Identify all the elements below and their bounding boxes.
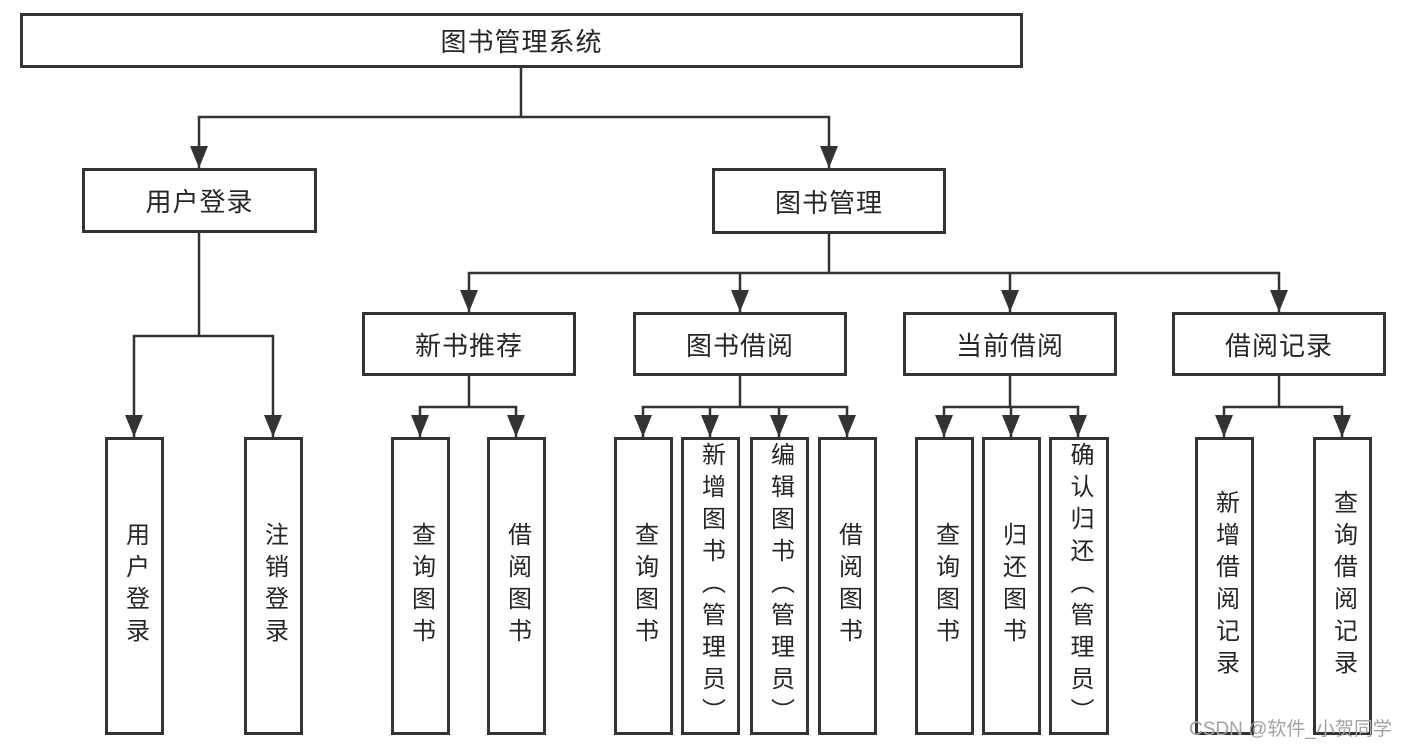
node-borrowing-records: 借阅记录 <box>1172 312 1386 376</box>
leaf-query-borrow-record-label: 查询借阅记录 <box>1329 490 1357 682</box>
node-book-management: 图书管理 <box>712 168 946 234</box>
leaf-logout: 注销登录 <box>244 437 303 735</box>
leaf-borrow-books-1: 借阅图书 <box>487 437 546 735</box>
connector-group <box>125 66 1351 437</box>
leaf-user-login: 用户登录 <box>105 437 164 735</box>
node-new-book-recommend: 新书推荐 <box>362 312 576 376</box>
leaf-add-borrow-record: 新增借阅记录 <box>1195 437 1254 735</box>
node-user-login: 用户登录 <box>82 168 317 233</box>
leaf-edit-book-admin-label: 编辑图书（管理员） <box>766 442 794 730</box>
leaf-add-book-admin: 新增图书（管理员） <box>681 437 740 735</box>
leaf-query-books-2-label: 查询图书 <box>630 522 658 650</box>
leaf-query-books-3-label: 查询图书 <box>931 522 959 650</box>
leaf-borrow-books-2-label: 借阅图书 <box>834 522 862 650</box>
leaf-query-books-2: 查询图书 <box>614 437 673 735</box>
leaf-query-books-3: 查询图书 <box>915 437 974 735</box>
node-current-borrowing: 当前借阅 <box>903 312 1117 376</box>
leaf-confirm-return-admin: 确认归还（管理员） <box>1049 437 1109 735</box>
leaf-query-books-1: 查询图书 <box>391 437 450 735</box>
leaf-return-books: 归还图书 <box>982 437 1041 735</box>
leaf-edit-book-admin: 编辑图书（管理员） <box>750 437 809 735</box>
leaf-confirm-return-admin-label: 确认归还（管理员） <box>1066 442 1093 730</box>
node-root-title: 图书管理系统 <box>20 13 1023 68</box>
leaf-return-books-label: 归还图书 <box>998 522 1026 650</box>
leaf-query-books-1-label: 查询图书 <box>407 522 435 650</box>
node-book-borrowing: 图书借阅 <box>633 312 847 376</box>
leaf-logout-label: 注销登录 <box>260 522 288 650</box>
leaf-add-book-admin-label: 新增图书（管理员） <box>697 442 725 730</box>
leaf-add-borrow-record-label: 新增借阅记录 <box>1211 490 1239 682</box>
leaf-query-borrow-record: 查询借阅记录 <box>1313 437 1372 735</box>
csdn-watermark: CSDN @软件_小贺同学 <box>1189 719 1392 740</box>
leaf-borrow-books-2: 借阅图书 <box>818 437 877 735</box>
leaf-borrow-books-1-label: 借阅图书 <box>503 522 531 650</box>
leaf-user-login-label: 用户登录 <box>121 522 149 650</box>
